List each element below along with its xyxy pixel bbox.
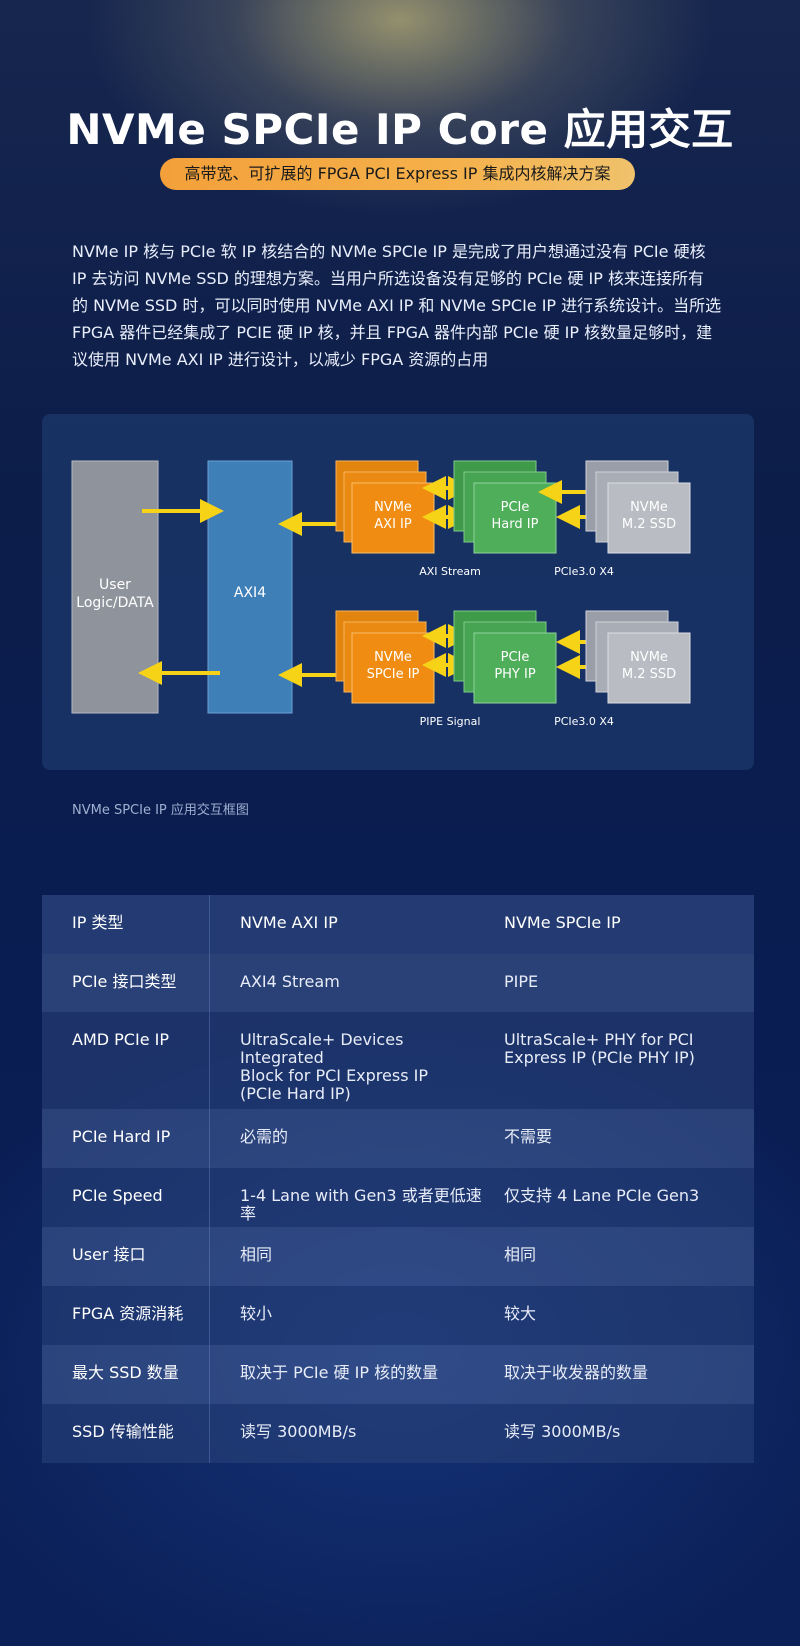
- nvme-axi-label: AXI IP: [374, 517, 412, 532]
- ssd-label: NVMe: [630, 500, 668, 515]
- table-cell: 必需的: [240, 1127, 289, 1146]
- block-diagram-svg: User Logic/DATA AXI4 NVMe AXI IP PCIe Ha…: [71, 460, 691, 728]
- axi4-label: AXI4: [234, 585, 266, 601]
- table-header-cell: NVMe SPCIe IP: [504, 913, 621, 932]
- table-cell: 相同: [240, 1245, 273, 1264]
- table-row: PCIe Speed 1-4 Lane with Gen3 或者更低速率 仅支持…: [42, 1168, 754, 1227]
- table-cell: PCIe Hard IP: [42, 1109, 210, 1168]
- table-cell: User 接口: [42, 1227, 210, 1286]
- ssd-label: M.2 SSD: [622, 667, 676, 682]
- user-logic-label: Logic/DATA: [76, 595, 154, 611]
- intro-line: NVMe IP 核与 PCIe 软 IP 核结合的 NVMe SPCIe IP …: [72, 242, 706, 261]
- table-header-cell: IP 类型: [42, 895, 210, 954]
- table-cell: 取决于收发器的数量: [504, 1363, 649, 1382]
- diagram-caption: NVMe SPCIe IP 应用交互框图: [72, 803, 249, 818]
- table-cell: 取决于 PCIe 硬 IP 核的数量: [240, 1363, 439, 1382]
- table-cell: 相同: [504, 1245, 537, 1264]
- table-row: 最大 SSD 数量 取决于 PCIe 硬 IP 核的数量 取决于收发器的数量: [42, 1345, 754, 1404]
- subtitle-badge: 高带宽、可扩展的 FPGA PCI Express IP 集成内核解决方案: [160, 158, 635, 190]
- table-cell: 最大 SSD 数量: [42, 1345, 210, 1404]
- nvme-spcie-label: NVMe: [374, 650, 412, 665]
- table-cell: AXI4 Stream: [240, 972, 340, 991]
- intro-paragraph: NVMe IP 核与 PCIe 软 IP 核结合的 NVMe SPCIe IP …: [72, 238, 732, 373]
- user-logic-label: User: [99, 577, 131, 593]
- table-cell: PCIe Speed: [42, 1168, 210, 1227]
- table-cell: PIPE: [504, 972, 539, 991]
- table-cell: 1-4 Lane with Gen3 或者更低速率: [240, 1186, 482, 1223]
- link-label-pipe-signal: PIPE Signal: [420, 715, 481, 728]
- nvme-spcie-block: [351, 632, 435, 704]
- link-label-axi-stream: AXI Stream: [419, 565, 481, 578]
- intro-line: FPGA 器件已经集成了 PCIE 硬 IP 核，并且 FPGA 器件内部 PC…: [72, 323, 713, 342]
- nvme-axi-label: NVMe: [374, 500, 412, 515]
- comparison-table: IP 类型 NVMe AXI IP NVMe SPCIe IP PCIe 接口类…: [42, 895, 754, 1463]
- table-cell: FPGA 资源消耗: [42, 1286, 210, 1345]
- intro-line: IP 去访问 NVMe SSD 的理想方案。当用户所选设备没有足够的 PCIe …: [72, 269, 705, 288]
- table-cell: PCIe 接口类型: [42, 954, 210, 1012]
- table-row: PCIe Hard IP 必需的 不需要: [42, 1109, 754, 1168]
- table-cell: UltraScale+ PHY for PCI Express IP (PCIe…: [502, 1012, 754, 1109]
- pcie-hard-label: Hard IP: [492, 517, 539, 532]
- link-label-pcie3-bottom: PCIe3.0 X4: [554, 715, 614, 728]
- table-cell-line: (PCIe Hard IP): [240, 1084, 351, 1103]
- ssd-block: [607, 632, 691, 704]
- table-header-row: IP 类型 NVMe AXI IP NVMe SPCIe IP: [42, 895, 754, 954]
- intro-line: 的 NVMe SSD 时，可以同时使用 NVMe AXI IP 和 NVMe S…: [72, 296, 722, 315]
- intro-line: 议使用 NVMe AXI IP 进行设计，以减少 FPGA 资源的占用: [72, 350, 489, 369]
- table-cell: SSD 传输性能: [42, 1404, 210, 1463]
- table-row: PCIe 接口类型 AXI4 Stream PIPE: [42, 954, 754, 1012]
- pcie-phy-label: PCIe: [501, 650, 530, 665]
- table-cell: 较大: [504, 1304, 537, 1323]
- table-cell: AMD PCIe IP: [42, 1012, 210, 1109]
- pcie-phy-label: PHY IP: [494, 667, 536, 682]
- table-cell-line: Express IP (PCIe PHY IP): [504, 1048, 695, 1067]
- table-cell-line: Block for PCI Express IP: [240, 1066, 428, 1085]
- nvme-axi-block: [351, 482, 435, 554]
- nvme-spcie-label: SPCIe IP: [367, 667, 420, 682]
- pcie-phy-block: [473, 632, 557, 704]
- table-cell: UltraScale+ Devices Integrated Block for…: [210, 1012, 502, 1109]
- ssd-label: NVMe: [630, 650, 668, 665]
- table-row: User 接口 相同 相同: [42, 1227, 754, 1286]
- page-title: NVMe SPCIe IP Core 应用交互: [66, 105, 734, 154]
- block-diagram: User Logic/DATA AXI4 NVMe AXI IP PCIe Ha…: [42, 414, 754, 770]
- ssd-label: M.2 SSD: [622, 517, 676, 532]
- pcie-hard-label: PCIe: [501, 500, 530, 515]
- table-cell: 不需要: [504, 1127, 553, 1146]
- link-label-pcie3-top: PCIe3.0 X4: [554, 565, 614, 578]
- table-cell: 仅支持 4 Lane PCIe Gen3: [504, 1186, 700, 1205]
- table-cell: 较小: [240, 1304, 273, 1323]
- table-cell: 读写 3000MB/s: [240, 1422, 357, 1441]
- table-row: SSD 传输性能 读写 3000MB/s 读写 3000MB/s: [42, 1404, 754, 1463]
- table-header-cell: NVMe AXI IP: [240, 913, 338, 932]
- ssd-block: [607, 482, 691, 554]
- table-row: AMD PCIe IP UltraScale+ Devices Integrat…: [42, 1012, 754, 1109]
- table-row: FPGA 资源消耗 较小 较大: [42, 1286, 754, 1345]
- table-cell-line: UltraScale+ PHY for PCI: [504, 1030, 694, 1049]
- table-cell: 读写 3000MB/s: [504, 1422, 621, 1441]
- table-cell-line: UltraScale+ Devices Integrated: [240, 1030, 404, 1067]
